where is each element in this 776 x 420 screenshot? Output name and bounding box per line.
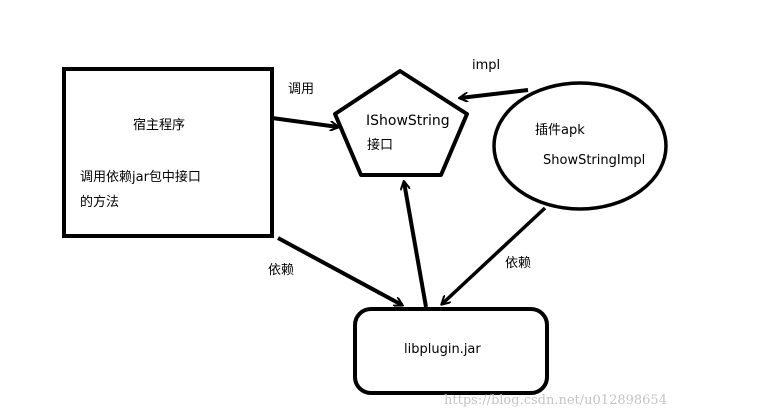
depend-right-arrow bbox=[442, 206, 547, 304]
plugin-ellipse bbox=[492, 81, 668, 211]
interface-caption: 接口 bbox=[367, 138, 394, 153]
host-box-desc-line1: 调用依赖jar包中接口 bbox=[80, 170, 201, 185]
impl-arrow bbox=[460, 88, 529, 98]
jar-box bbox=[353, 307, 549, 395]
jar-to-interface-arrow bbox=[404, 182, 428, 308]
host-box-title: 宿主程序 bbox=[133, 118, 186, 133]
plugin-impl-class: ShowStringImpl bbox=[543, 153, 646, 168]
edge-label-depend-right: 依赖 bbox=[505, 256, 532, 271]
edge-label-impl: impl bbox=[472, 58, 501, 73]
plugin-title: 插件apk bbox=[535, 123, 585, 138]
call-arrow bbox=[271, 116, 338, 127]
host-box-desc-line2: 的方法 bbox=[80, 195, 120, 210]
host-program-box bbox=[62, 67, 274, 238]
interface-pentagon bbox=[333, 69, 469, 177]
jar-label: libplugin.jar bbox=[404, 342, 481, 357]
edge-label-depend-left: 依赖 bbox=[268, 263, 295, 278]
depend-left-arrow bbox=[277, 236, 402, 307]
edge-label-call: 调用 bbox=[288, 82, 315, 97]
source-watermark: https://blog.csdn.net/u012898654 bbox=[444, 393, 667, 408]
interface-name: IShowString bbox=[366, 113, 450, 129]
